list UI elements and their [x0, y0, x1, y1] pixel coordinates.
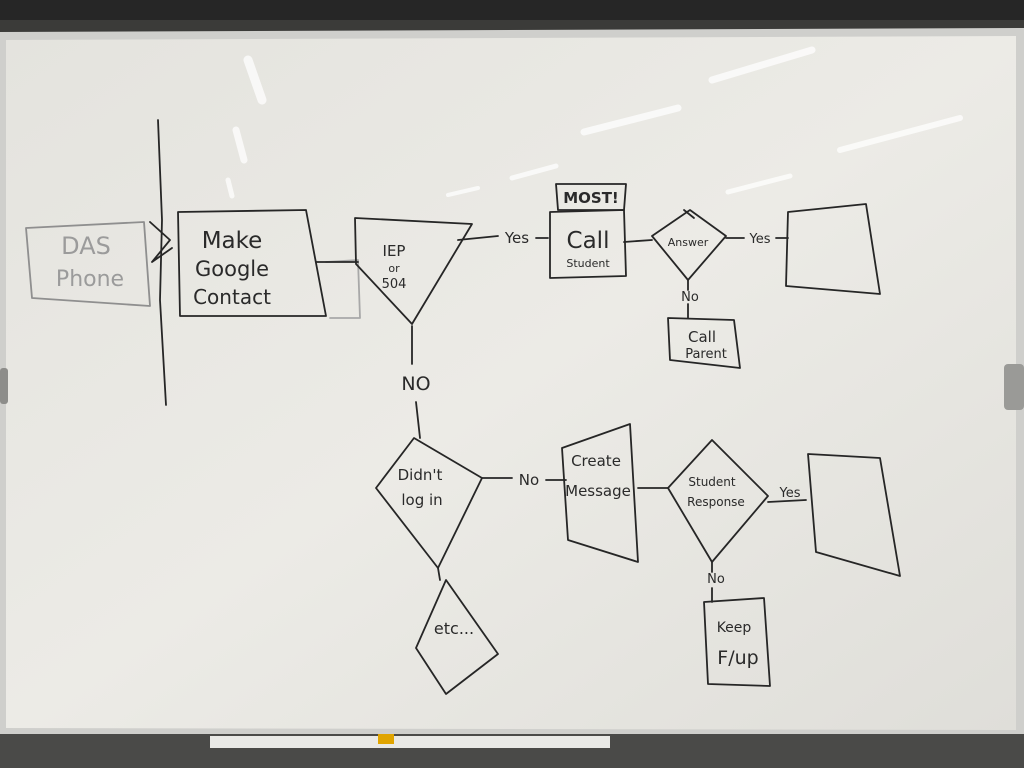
- keep-fup-box: [703, 597, 771, 687]
- student-response-diamond: [667, 439, 769, 563]
- iep-yes-label: Yes: [504, 229, 529, 247]
- iep-line1: IEP: [383, 242, 406, 260]
- answer-label: Answer: [668, 236, 709, 249]
- create-message-line1: Create: [571, 452, 621, 470]
- board-surface: [6, 36, 1016, 730]
- keep-fup-line2: F/up: [717, 647, 758, 669]
- intake-text: Make Google Contact: [193, 228, 271, 309]
- etc-label: etc...: [434, 619, 474, 638]
- iep-yes-line-a: [457, 235, 499, 241]
- left-clamp: [0, 368, 8, 404]
- call-parent-box: [667, 317, 741, 369]
- call-parent-text: Call Parent: [685, 328, 727, 362]
- iep-decision-diamond: [354, 217, 473, 325]
- keep-fup-text: Keep F/up: [717, 620, 759, 669]
- left-panel-box: [25, 221, 151, 307]
- answer-tick: [683, 209, 695, 219]
- light-reflections: [225, 46, 963, 199]
- call-student-line2: Student: [566, 257, 610, 270]
- left-panel-line1: DAS: [61, 232, 111, 260]
- right-clamp: [1004, 364, 1024, 410]
- iep-text: IEP or 504: [382, 242, 407, 292]
- keep-fup-line1: Keep: [717, 620, 752, 636]
- login-to-etc-line: [437, 567, 441, 581]
- bottom-right-empty-box: [807, 453, 901, 577]
- login-no-label: No: [519, 471, 539, 489]
- faded-connector: [325, 259, 361, 319]
- iep-no-line-b: [415, 401, 421, 439]
- iep-line3: 504: [382, 277, 407, 292]
- create-message-box: [561, 423, 639, 563]
- iep-no-label: NO: [401, 373, 430, 395]
- didnt-login-line2: log in: [401, 491, 442, 509]
- left-panel-text: DAS Phone: [56, 232, 124, 292]
- divider-line: [157, 119, 167, 406]
- answer-yes-label: Yes: [749, 232, 771, 247]
- student-response-line1: Student: [688, 475, 736, 489]
- student-response-text: Student Response: [687, 475, 745, 509]
- call-parent-line2: Parent: [685, 347, 727, 362]
- call-to-answer-line: [623, 239, 653, 243]
- response-yes-label: Yes: [779, 486, 801, 501]
- tray-glare: [210, 736, 610, 748]
- call-parent-line1: Call: [688, 328, 716, 346]
- response-yes-line: [767, 499, 807, 503]
- divider-arrow: [149, 221, 173, 263]
- didnt-login-line1: Didn't: [398, 466, 443, 484]
- etc-diamond: [415, 579, 499, 695]
- call-student-box: [549, 209, 627, 279]
- intake-line1: Make: [202, 228, 263, 254]
- intake-line3: Contact: [193, 285, 271, 309]
- answer-decision-diamond: [651, 209, 727, 281]
- most-tag-label: MOST!: [563, 189, 619, 207]
- create-message-line2: Message: [565, 482, 631, 500]
- call-student-line1: Call: [567, 228, 610, 254]
- create-message-text: Create Message: [565, 452, 631, 500]
- answer-no-label: No: [681, 290, 699, 305]
- student-response-line2: Response: [687, 495, 745, 509]
- ceiling-strip: [0, 0, 1024, 20]
- iep-line2: or: [388, 262, 400, 275]
- didnt-login-text: Didn't log in: [398, 466, 443, 509]
- left-panel-line2: Phone: [56, 267, 124, 292]
- top-right-empty-box: [785, 203, 881, 295]
- yellow-marker: [378, 734, 394, 744]
- intake-line2: Google: [195, 257, 269, 281]
- response-no-label: No: [707, 572, 725, 587]
- call-student-text: Call Student: [566, 228, 610, 270]
- intake-box: [177, 209, 327, 317]
